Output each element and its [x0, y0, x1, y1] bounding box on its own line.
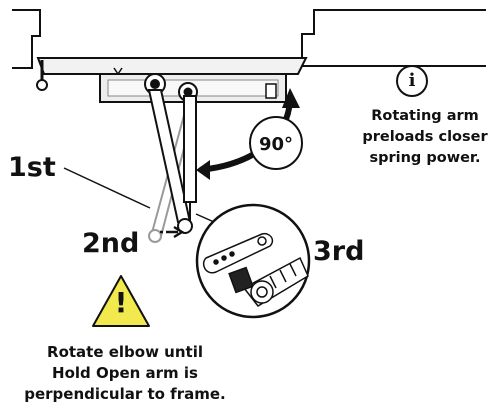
- angle-label: 90°: [258, 134, 294, 155]
- arm-elbow: [177, 218, 193, 234]
- angle-badge: [249, 116, 303, 170]
- warning-caption-line: perpendicular to frame.: [24, 385, 226, 403]
- info-caption-line: spring power.: [369, 150, 481, 166]
- warning-caption-line: Rotate elbow until: [47, 343, 203, 361]
- step-first-leader: [63, 167, 151, 209]
- detail-arm-end: [228, 256, 309, 307]
- detail-arm-rib-3: [289, 263, 297, 277]
- left-wall-profile: [12, 9, 41, 69]
- detail-plate-hole-large: [257, 236, 267, 246]
- main-arm: [144, 73, 198, 234]
- info-caption: Rotating arm preloads closer spring powe…: [356, 106, 494, 169]
- warning-triangle-icon: !: [114, 286, 128, 319]
- arm-hold-open-rod: [183, 95, 197, 203]
- info-caption-line: Rotating arm: [371, 108, 479, 124]
- detail-arm-block: [228, 266, 254, 294]
- warning-caption: Rotate elbow until Hold Open arm is perp…: [0, 342, 250, 405]
- detail-plate-hole-2: [221, 255, 227, 261]
- ninety-degree-arrowhead-left: [196, 160, 210, 180]
- detail-arm-rib-2: [279, 269, 287, 283]
- warning-caption-line: Hold Open arm is: [52, 364, 198, 382]
- info-circle: [396, 65, 428, 97]
- detail-plate-hole-1: [213, 259, 219, 265]
- warning-triangle: [92, 275, 150, 327]
- step-third-label: 3rd: [313, 236, 365, 267]
- ghost-elbow: [148, 229, 162, 243]
- detail-link-plate: [202, 232, 274, 274]
- hinge-pivot: [36, 79, 48, 91]
- info-caption-line: preloads closer: [362, 129, 488, 145]
- detail-arm-rib-1: [269, 275, 277, 289]
- door-head-frame: [36, 57, 308, 75]
- closer-cap-right: [265, 83, 277, 99]
- right-wall-profile: [301, 9, 486, 67]
- arm-pivot-left-hub: [150, 79, 160, 89]
- detail-arm-knuckle-hub: [256, 286, 268, 298]
- ninety-degree-arrowhead-top: [282, 88, 300, 108]
- detail-plate-body: [202, 232, 274, 274]
- detail-plate-hole-3: [229, 251, 235, 257]
- step-second-label: 2nd: [82, 228, 140, 259]
- step-second-arrow: [166, 225, 185, 239]
- direction-arrow-right-small: [113, 67, 123, 75]
- step-first-label: 1st: [8, 152, 56, 183]
- arm-pivot-right-hub: [183, 87, 193, 97]
- detail-leader: [195, 213, 215, 223]
- info-icon: i: [408, 70, 416, 91]
